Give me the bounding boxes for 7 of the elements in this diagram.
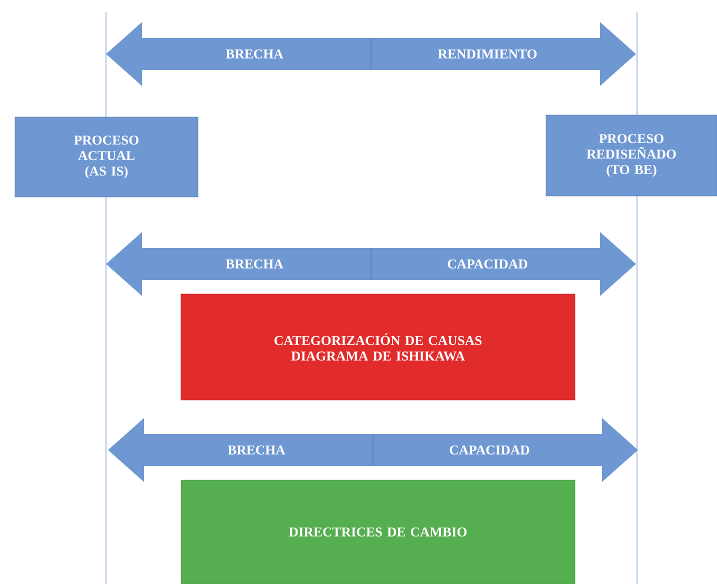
process-box: PROCESO ACTUAL (AS IS): [14, 116, 198, 198]
two-headed-banner: BRECHA CAPACIDAD: [106, 232, 636, 296]
two-headed-banner: BRECHA RENDIMIENTO: [106, 22, 636, 86]
two-headed-banner: BRECHA CAPACIDAD: [108, 418, 638, 482]
change-box: DIRECTRICES DE CAMBIO: [180, 480, 576, 584]
process-box: PROCESO REDISEÑADO (TO BE): [546, 114, 717, 196]
cause-box: CATEGORIZACIÓN DE CAUSAS DIAGRAMA DE ISHIKAWA: [180, 294, 576, 400]
